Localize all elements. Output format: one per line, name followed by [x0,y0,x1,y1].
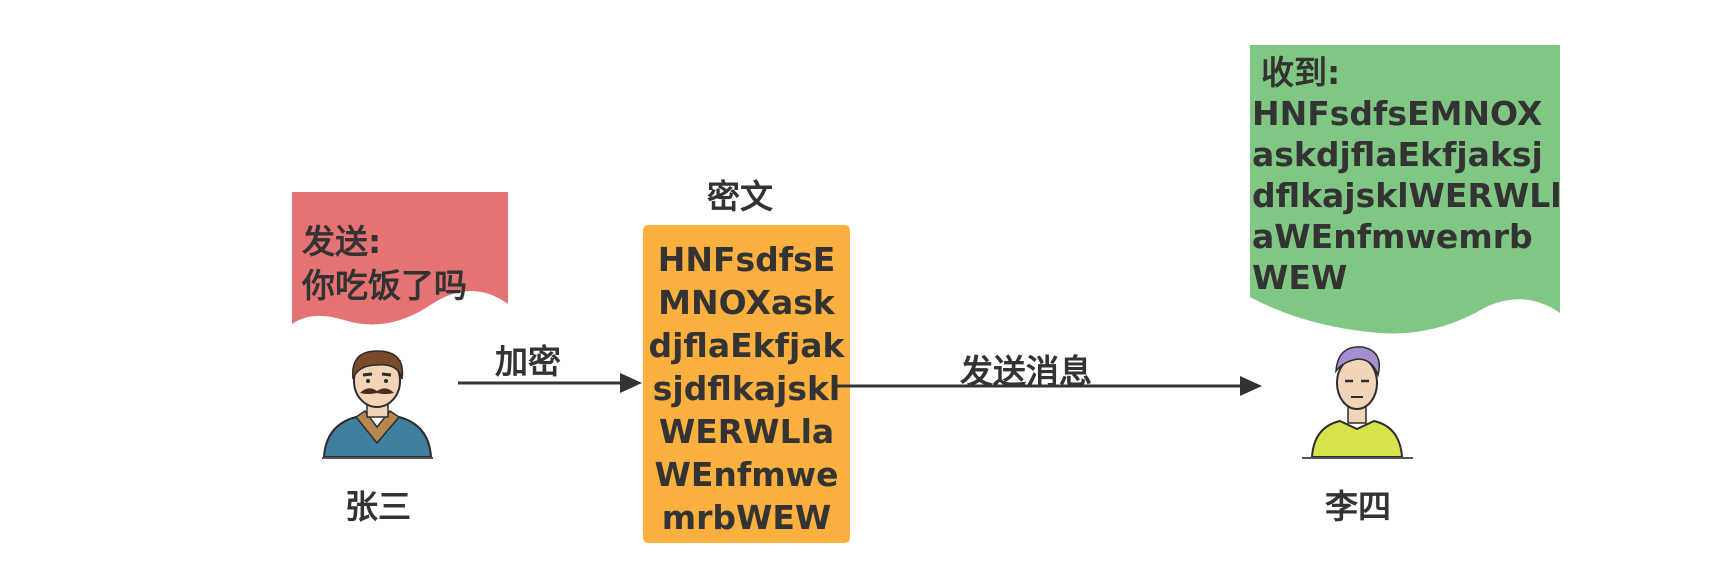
cipher-text: HNFsdfsE MNOXask djflaEkfjak sjdflkajskl… [643,238,850,539]
receiver-name: 李四 [1325,487,1391,526]
cipher-line: MNOXask [658,283,835,322]
cipher-line: WERWLla [658,412,835,451]
cipher-line: djflaEkfjak [648,326,845,365]
sender-note-text: 发送: 你吃饭了吗 [302,220,502,308]
receiver-note-shape [1250,45,1560,334]
sender-note-label: 发送: [302,222,382,261]
sender-note-message: 你吃饭了吗 [302,266,467,305]
send-message-label: 发送消息 [960,352,1092,391]
send-arrow [836,376,1262,396]
sender-name: 张三 [345,487,411,526]
man-avatar-icon [322,350,433,459]
cipher-line: HNFsdfsE [657,240,836,279]
cipher-line: WEnfmwe [654,455,839,494]
cipher-box [643,225,850,543]
receiver-note-label: 收到: [1261,53,1341,92]
encrypt-label: 加密 [495,342,561,381]
encrypt-arrow [458,373,642,393]
woman-avatar-icon [1302,346,1413,459]
receiver-note-message: HNFsdfsEMNOXaskdjflaEkfjaksjdflkajsklWER… [1252,94,1562,297]
cipher-line: sjdflkajskl [652,369,841,408]
cipher-line: mrbWEW [661,498,832,537]
receiver-note-text: 收到: HNFsdfsEMNOXaskdjflaEkfjaksjdflkajsk… [1252,52,1562,298]
sender-note-shape [292,192,508,325]
cipher-title: 密文 [707,177,773,216]
